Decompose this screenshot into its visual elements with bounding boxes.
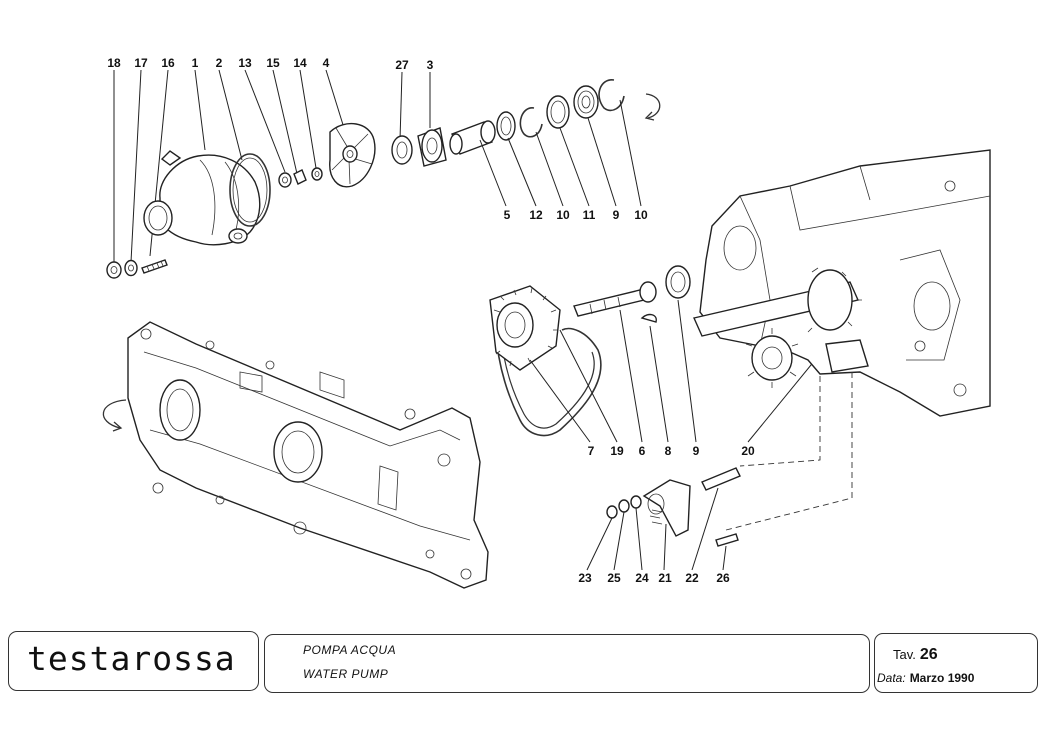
washer-25 — [618, 499, 630, 513]
mechanical-seal-3 — [417, 127, 447, 167]
callout-27: 27 — [395, 58, 409, 72]
bearing-9-a — [573, 85, 599, 119]
bearing-9-b — [665, 265, 691, 299]
callout-10-b: 10 — [634, 208, 648, 222]
callout-18: 18 — [107, 56, 121, 70]
callout-19: 19 — [610, 444, 624, 458]
callout-16: 16 — [161, 56, 175, 70]
callout-11: 11 — [583, 208, 596, 222]
reference-panel: Tav.26 Data:Marzo 1990 — [874, 633, 1038, 693]
callout-14: 14 — [293, 56, 307, 70]
nut-23 — [606, 505, 618, 519]
callout-12: 12 — [529, 208, 543, 222]
callout-9-b: 9 — [693, 444, 700, 458]
seal-27 — [391, 135, 413, 165]
callout-20: 20 — [741, 444, 755, 458]
callout-3: 3 — [427, 58, 434, 72]
tensioner-21 — [642, 479, 691, 537]
key-8 — [640, 313, 657, 323]
table-value: 26 — [919, 646, 938, 663]
callout-2: 2 — [216, 56, 223, 70]
nut-13 — [278, 172, 292, 188]
date-value: Marzo 1990 — [909, 671, 975, 685]
timing-cover — [127, 321, 489, 589]
callout-8: 8 — [665, 444, 672, 458]
callout-13: 13 — [238, 56, 252, 70]
table-label: Tav. — [893, 647, 916, 662]
date-label: Data: — [877, 671, 906, 685]
title-panel: POMPA ACQUA WATER PUMP — [264, 634, 870, 693]
pin-26 — [715, 533, 739, 547]
gasket-2 — [229, 153, 271, 227]
exploded-parts-diagram: 18 17 16 1 2 13 15 14 4 27 3 5 12 10 11 … — [102, 56, 991, 589]
date-line: Data:Marzo 1990 — [877, 671, 974, 685]
callout-23: 23 — [578, 571, 592, 585]
callout-24: 24 — [635, 571, 649, 585]
leader-lines-top-right — [479, 99, 642, 207]
shaft-6 — [573, 281, 657, 317]
stud-22 — [701, 467, 741, 491]
brand-logo-text: testarossa — [27, 639, 236, 678]
callout-5: 5 — [504, 208, 511, 222]
lock-tab-15 — [293, 169, 307, 185]
sprocket-7 — [489, 285, 561, 371]
table-number: Tav.26 — [893, 646, 938, 664]
sleeve-5 — [449, 120, 496, 155]
washer-17 — [124, 259, 138, 277]
callout-10-a: 10 — [556, 208, 570, 222]
stud-16 — [141, 259, 168, 274]
ring-11 — [546, 95, 570, 129]
callout-17: 17 — [134, 56, 148, 70]
ring-12 — [496, 111, 516, 141]
title-italian: POMPA ACQUA — [303, 643, 397, 657]
rotation-arrow-left — [102, 399, 127, 432]
callout-26: 26 — [716, 571, 730, 585]
crankcase — [693, 149, 991, 417]
leader-lines-bottom — [586, 487, 727, 571]
callout-1: 1 — [192, 56, 199, 70]
circlip-10-b — [598, 79, 625, 112]
callout-7: 7 — [588, 444, 595, 458]
impeller-4 — [329, 122, 376, 188]
callout-22: 22 — [685, 571, 699, 585]
pump-housing-1 — [143, 150, 261, 246]
callout-25: 25 — [607, 571, 621, 585]
nut-18 — [106, 261, 122, 279]
leader-lines-middle — [529, 299, 821, 443]
brand-panel: testarossa — [8, 631, 259, 691]
callout-9-a: 9 — [613, 208, 620, 222]
callout-4: 4 — [323, 56, 330, 70]
washer-14 — [311, 167, 323, 181]
circlip-10-a — [519, 107, 543, 138]
callout-21: 21 — [658, 571, 672, 585]
callout-labels: 18 17 16 1 2 13 15 14 4 27 3 5 12 10 11 … — [107, 56, 755, 585]
callout-6: 6 — [639, 444, 646, 458]
washer-24 — [630, 495, 642, 509]
callout-15: 15 — [266, 56, 280, 70]
leader-lines-dashed — [725, 372, 853, 531]
leader-lines-top-left — [113, 69, 431, 263]
rotation-arrow-top — [644, 93, 661, 121]
title-english: WATER PUMP — [303, 667, 389, 681]
